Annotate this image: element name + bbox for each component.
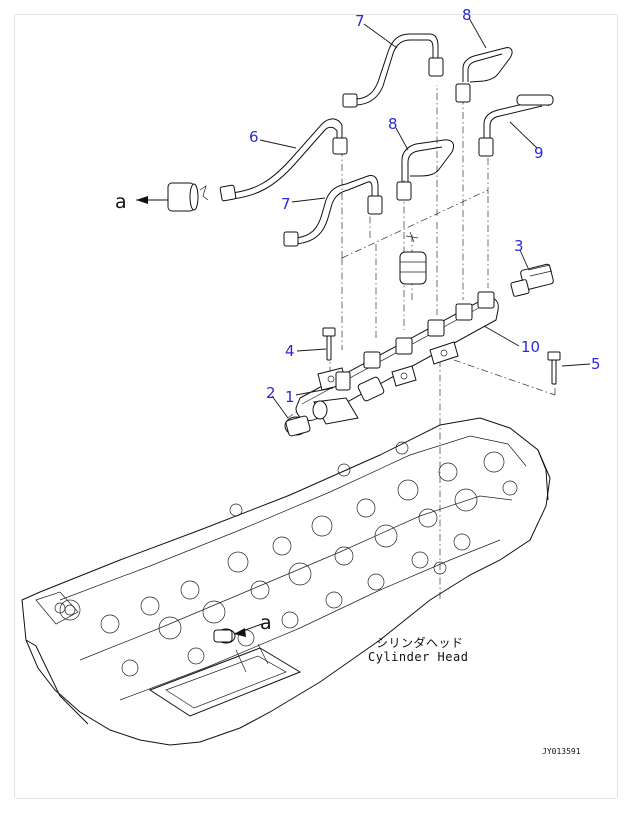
callout-5: 5 (591, 355, 601, 373)
callout-leaders (259, 17, 591, 419)
view-marker-a-lower: a (260, 612, 272, 634)
fitting-2 (284, 415, 311, 437)
callout-3: 3 (514, 237, 524, 255)
view-a-upper-detail (136, 182, 209, 212)
callout-10: 10 (521, 338, 540, 356)
injection-pipe-7-upper (342, 33, 444, 108)
callout-7-lower: 7 (281, 195, 291, 213)
cylinder-head-label-en: Cylinder Head (368, 650, 468, 664)
callout-6: 6 (249, 128, 259, 146)
injection-pipe-8-lower (396, 139, 455, 201)
injection-pipe-9 (478, 94, 554, 157)
injection-pipe-7-lower (283, 175, 383, 247)
bolt-4 (322, 327, 336, 361)
bolt-5 (547, 351, 561, 385)
cylinder-head-label-jp: シリンダヘッド (376, 635, 464, 650)
callout-4: 4 (285, 342, 295, 360)
common-rail-10 (295, 291, 499, 425)
injection-pipe-6 (219, 118, 348, 202)
cylinder-head (21, 417, 551, 746)
cylinder-head-ports (59, 441, 518, 677)
callout-8-upper: 8 (462, 6, 472, 24)
callout-8-lower: 8 (388, 115, 398, 133)
callout-numbers: 7 8 6 8 9 7 3 4 10 5 2 1 (249, 6, 601, 406)
callout-9: 9 (534, 144, 544, 162)
callout-7-upper: 7 (355, 12, 365, 30)
pressure-sensor-3 (510, 263, 554, 297)
drawing-code: JY013591 (542, 747, 581, 756)
injection-pipe-8-upper (455, 47, 513, 103)
callout-2: 2 (266, 384, 276, 402)
clip-and-grommet (399, 231, 427, 285)
view-marker-a-upper: a (115, 191, 127, 213)
callout-1: 1 (285, 388, 295, 406)
